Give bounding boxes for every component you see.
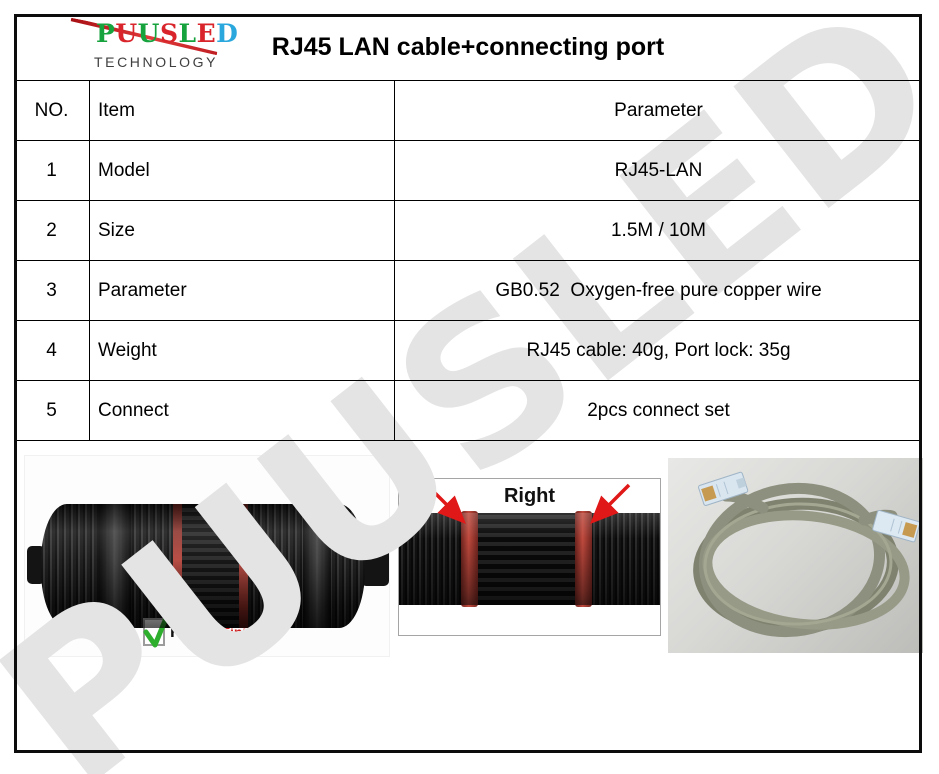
header-no: NO. — [14, 81, 90, 140]
table-section: PUUSLED TECHNOLOGY RJ45 LAN cable+connec… — [14, 14, 922, 441]
cell-parameter: 1.5M / 10M — [610, 219, 707, 241]
table-row: 2 Size 1.5M / 10M — [14, 201, 922, 261]
document-body: PUUSLED TECHNOLOGY RJ45 LAN cable+connec… — [14, 14, 923, 753]
cable-stub-left — [27, 546, 45, 584]
logo-letter: L — [178, 19, 197, 48]
cell-parameter: RJ45 cable: 40g, Port lock: 35g — [526, 339, 791, 361]
seal-ring — [239, 504, 248, 628]
cell-item: Connect — [90, 381, 395, 440]
photo-caption: Right Finish — [143, 608, 263, 650]
header-parameter: Parameter — [614, 99, 703, 121]
cell-no: 3 — [14, 261, 90, 320]
table-row: 1 Model RJ45-LAN — [14, 141, 922, 201]
cable-stub-right — [361, 544, 389, 586]
table-row: 3 Parameter GB0.52 Oxygen-free pure copp… — [14, 261, 922, 321]
cell-no: 5 — [14, 381, 90, 440]
cell-no: 1 — [14, 141, 90, 200]
brand-logo: PUUSLED TECHNOLOGY — [74, 17, 238, 79]
barrel-center-section — [182, 504, 239, 628]
connector-barrel — [41, 504, 365, 628]
table-row: 5 Connect 2pcs connect set — [14, 381, 922, 441]
gloss-band — [99, 504, 131, 628]
seal-ring — [173, 504, 182, 628]
logo-wordmark: PUUSLED — [96, 19, 238, 48]
cell-item: Parameter — [90, 261, 395, 320]
table-header-row: NO. Item Parameter — [14, 81, 922, 141]
rj45-plug-right — [872, 509, 921, 543]
gloss-band — [303, 504, 331, 628]
logo-letter: U — [115, 19, 138, 48]
logo-letter: U — [137, 19, 160, 48]
logo-letter: S — [159, 19, 179, 48]
header-item: Item — [90, 81, 395, 140]
closeup-right-label: Right — [503, 485, 556, 507]
cell-item: Size — [90, 201, 395, 260]
document-header: PUUSLED TECHNOLOGY RJ45 LAN cable+connec… — [14, 14, 922, 81]
table-row: 4 Weight RJ45 cable: 40g, Port lock: 35g — [14, 321, 922, 381]
cell-parameter: RJ45-LAN — [614, 159, 703, 181]
logo-subtitle: TECHNOLOGY — [94, 54, 219, 70]
product-photos-row: Right Finish Right — [14, 442, 923, 753]
logo-letter: P — [96, 19, 116, 48]
logo-letter: E — [196, 19, 217, 48]
cell-parameter: GB0.52 Oxygen-free pure copper wire — [495, 279, 822, 301]
coiled-cable-graphic — [693, 471, 921, 638]
lan-cable-photo — [668, 458, 923, 653]
logo-letter: D — [216, 19, 239, 48]
connector-photo: Right Finish — [24, 455, 390, 657]
closeup-connector — [399, 511, 660, 607]
red-arrows-icon — [425, 483, 631, 524]
cell-item: Weight — [90, 321, 395, 380]
cell-item: Model — [90, 141, 395, 200]
caption-finish-label: Finish — [221, 624, 263, 640]
page-title: RJ45 LAN cable+connecting port — [271, 32, 665, 61]
closeup-photo: Right — [398, 478, 661, 636]
cell-parameter: 2pcs connect set — [587, 399, 730, 421]
cell-no: 4 — [14, 321, 90, 380]
rj45-plug-left — [698, 471, 749, 506]
cell-no: 2 — [14, 201, 90, 260]
